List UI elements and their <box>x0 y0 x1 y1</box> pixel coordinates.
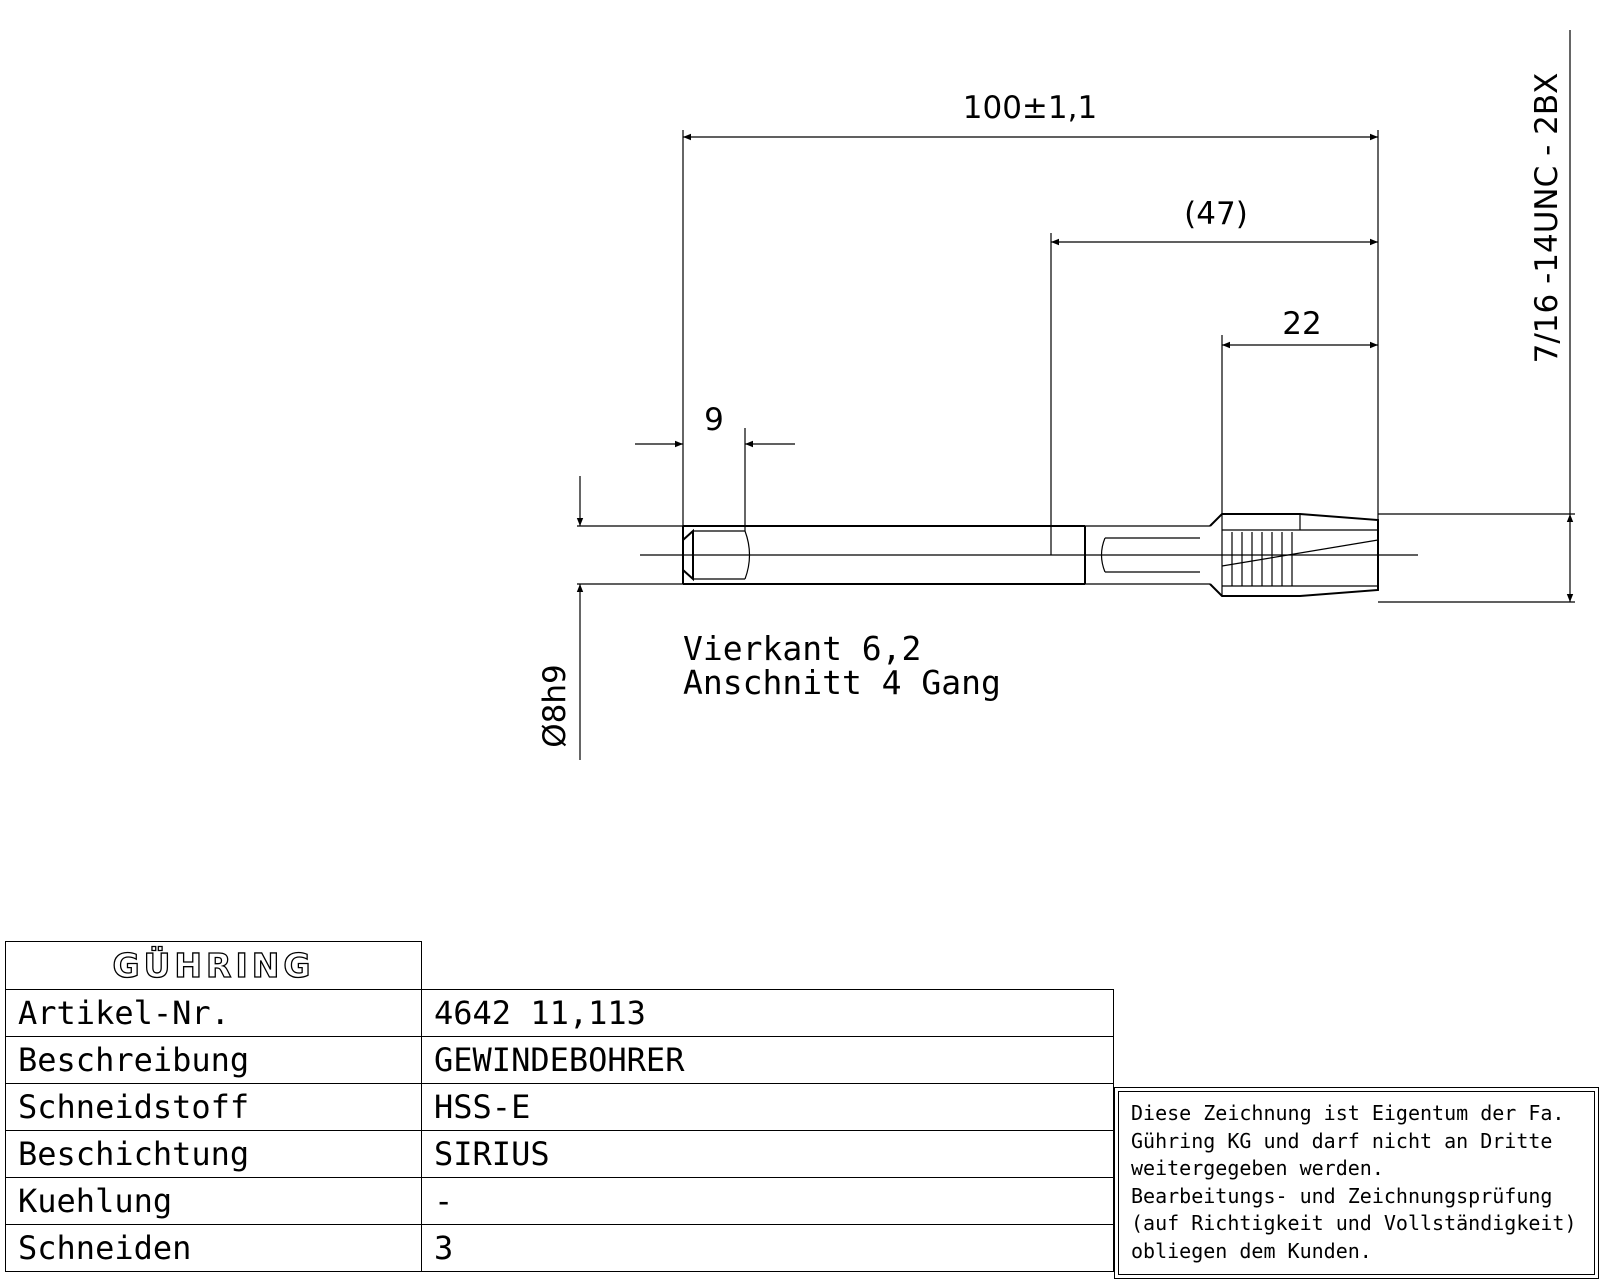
dimension-lines <box>576 133 1574 760</box>
dim-overall-length: 100±1,1 <box>963 90 1097 126</box>
table-row: Beschreibung GEWINDEBOHRER <box>5 1036 1114 1084</box>
row-value: SIRIUS <box>421 1130 1114 1178</box>
logo-cell: GÜHRING <box>5 941 422 990</box>
row-value: 4642 11,113 <box>421 989 1114 1037</box>
technical-drawing: 100±1,1 (47) 22 9 Ø8h9 7/16 -14UNC - 2BX… <box>537 30 1575 760</box>
table-row: Schneiden 3 <box>5 1224 1114 1272</box>
thread-section <box>1209 513 1379 597</box>
copyright-notice: Diese Zeichnung ist Eigentum der Fa. Güh… <box>1114 1087 1599 1279</box>
row-label: Beschreibung <box>5 1036 422 1084</box>
row-label: Artikel-Nr. <box>5 989 422 1037</box>
thread-spec: 7/16 -14UNC - 2BX <box>1529 73 1565 364</box>
row-value: HSS-E <box>421 1083 1114 1131</box>
table-row: Kuehlung - <box>5 1177 1114 1225</box>
guhring-logo: GÜHRING <box>112 945 315 985</box>
notice-line: Bearbeitungs- und Zeichnungsprüfung <box>1131 1183 1553 1208</box>
table-row: Beschichtung SIRIUS <box>5 1130 1114 1178</box>
notice-line: (auf Richtigkeit und Vollständigkeit) <box>1131 1211 1577 1235</box>
extension-lines <box>577 30 1575 603</box>
row-value: GEWINDEBOHRER <box>421 1036 1114 1084</box>
dim-shank-diameter: Ø8h9 <box>537 664 573 748</box>
notice-line: Gühring KG und darf nicht an Dritte <box>1131 1128 1553 1153</box>
table-row: Schneidstoff HSS-E <box>5 1083 1114 1131</box>
dim-thread-length: 22 <box>1282 306 1321 342</box>
thread-teeth <box>1231 532 1293 586</box>
row-value: - <box>421 1177 1114 1225</box>
row-label: Schneiden <box>5 1224 422 1272</box>
dim-thread-reference: (47) <box>1184 196 1248 232</box>
row-label: Beschichtung <box>5 1130 422 1178</box>
notice-line: obliegen dem Kunden. <box>1131 1238 1372 1263</box>
note-chamfer: Anschnitt 4 Gang <box>683 663 1001 702</box>
table-row: Artikel-Nr. 4642 11,113 <box>5 989 1114 1037</box>
row-label: Schneidstoff <box>5 1083 422 1131</box>
notice-line: Diese Zeichnung ist Eigentum der Fa. <box>1131 1101 1565 1125</box>
tap-tool-outline <box>640 513 1418 597</box>
dim-square-length: 9 <box>704 402 724 438</box>
notice-text: Diese Zeichnung ist Eigentum der Fa. Güh… <box>1118 1091 1595 1275</box>
row-value: 3 <box>421 1224 1114 1272</box>
notice-line: weitergegeben werden. <box>1131 1156 1384 1180</box>
row-label: Kuehlung <box>5 1177 422 1225</box>
title-block: GÜHRING Artikel-Nr. 4642 11,113 Beschrei… <box>5 941 1114 1272</box>
note-square: Vierkant 6,2 <box>683 629 921 668</box>
